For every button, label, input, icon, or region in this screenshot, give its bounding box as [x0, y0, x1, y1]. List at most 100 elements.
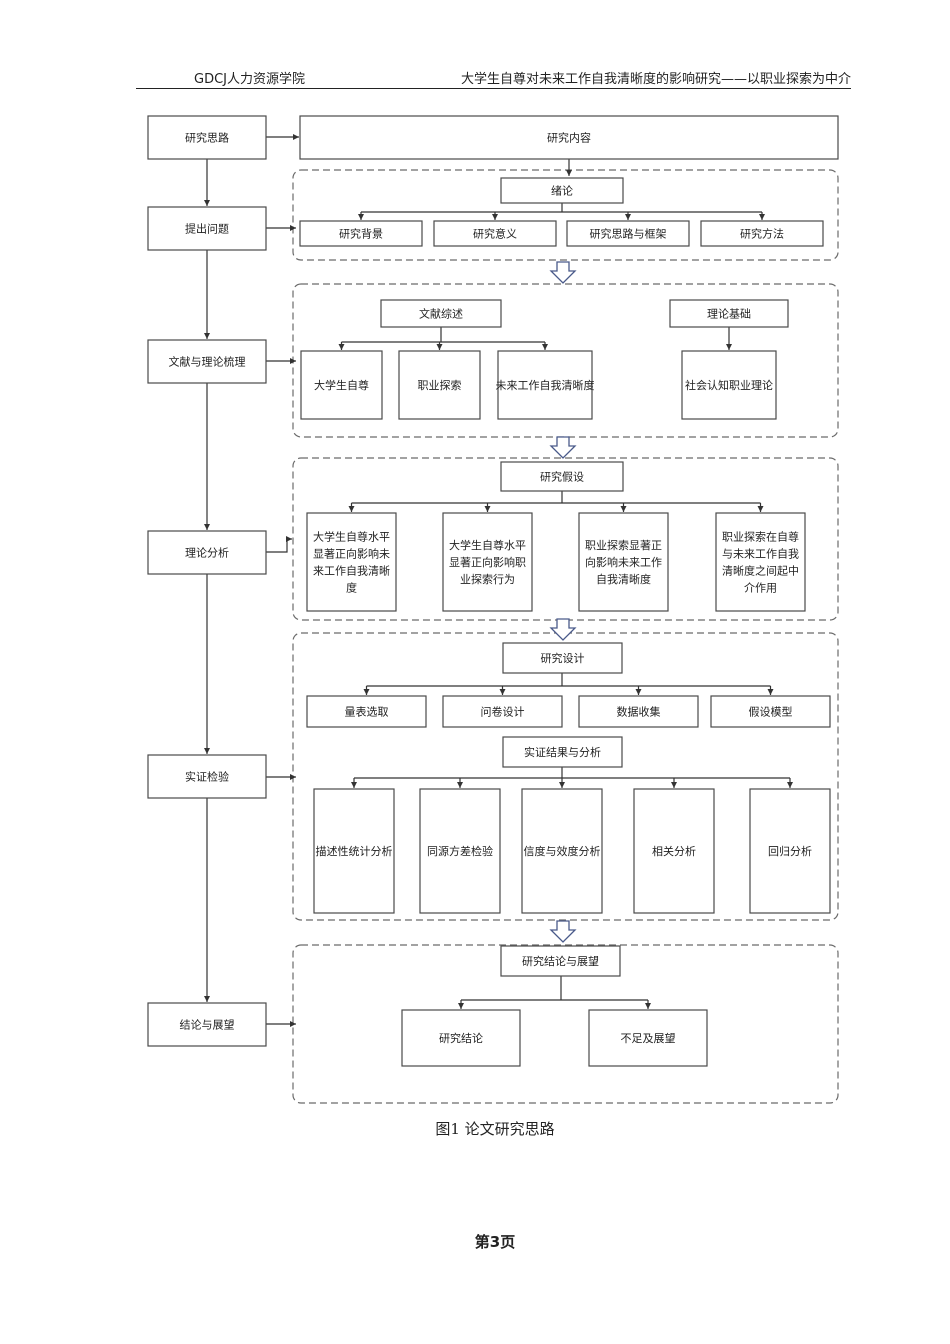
hypothesis-title-box-frame	[500, 461, 624, 492]
design-item-3-frame	[578, 695, 699, 728]
conclusion-panel	[292, 944, 839, 1104]
theory-title-box: 理论基础	[669, 299, 789, 328]
conclusion-item-2-frame	[588, 1009, 708, 1067]
hypothesis-item-2-label: 大学生自尊水平显著正向影响职业探索行为	[449, 538, 526, 586]
hypothesis-item-1: 大学生自尊水平显著正向影响未来工作自我清晰度	[306, 512, 397, 612]
theory-item-1-frame	[681, 350, 777, 420]
research-content-box-label: 研究内容	[547, 131, 591, 145]
intro-item-3: 研究思路与框架	[566, 220, 690, 247]
design-item-4-label: 假设模型	[749, 705, 793, 719]
conclusion-outlook-box-frame	[147, 1002, 267, 1047]
theory-analysis-box-frame	[147, 530, 267, 575]
theory-analysis-box-label: 理论分析	[185, 546, 229, 560]
theory-title-box-frame	[669, 299, 789, 328]
empirical-item-1-label: 描述性统计分析	[316, 844, 393, 858]
design-item-3: 数据收集	[578, 695, 699, 728]
page-number: 第3页	[474, 1233, 516, 1251]
literature-item-2-frame	[398, 350, 481, 420]
empirical-item-2-frame	[419, 788, 501, 914]
literature-theory-box-frame	[147, 339, 267, 384]
design-item-1-label: 量表选取	[345, 705, 389, 719]
empirical-test-box-frame	[147, 754, 267, 799]
intro-item-1: 研究背景	[299, 220, 423, 247]
header-right: 大学生自尊对未来工作自我清晰度的影响研究——以职业探索为中介	[460, 72, 851, 87]
intro-panel	[292, 169, 839, 261]
page-header: GDCJ人力资源学院 大学生自尊对未来工作自我清晰度的影响研究——以职业探索为中…	[136, 66, 851, 89]
conclusion-title-box-frame	[500, 945, 621, 977]
intro-item-1-label: 研究背景	[339, 227, 383, 241]
empirical-item-5-frame	[749, 788, 831, 914]
hypothesis-item-3: 职业探索显著正向影响未来工作自我清晰度	[578, 512, 669, 612]
design-item-2-frame	[442, 695, 563, 728]
empirical-item-2: 同源方差检验	[419, 788, 501, 914]
theory-item-1: 社会认知职业理论	[681, 350, 777, 420]
hypothesis-item-2-frame	[442, 512, 533, 612]
hypothesis-item-1-label: 大学生自尊水平显著正向影响未来工作自我清晰度	[313, 530, 390, 595]
hypothesis-item-4: 职业探索在自尊与未来工作自我清晰度之间起中介作用	[715, 512, 806, 612]
intro-title-box-frame	[500, 177, 624, 204]
research-content-box-frame	[299, 115, 839, 160]
header-left: GDCJ人力资源学院	[194, 72, 305, 87]
figure-caption: 图1 论文研究思路	[435, 1120, 555, 1138]
hypothesis-title-box-label: 研究假设	[540, 470, 584, 484]
design-item-4: 假设模型	[710, 695, 831, 728]
literature-item-1-label: 大学生自尊	[314, 378, 369, 392]
theory-item-1-label: 社会认知职业理论	[685, 378, 773, 392]
hypothesis-item-4-frame	[715, 512, 806, 612]
empirical-item-1: 描述性统计分析	[313, 788, 395, 914]
hypothesis-item-1-frame	[306, 512, 397, 612]
conclusion-outlook-box-label: 结论与展望	[180, 1018, 235, 1032]
analysis-to-panel-arrow	[266, 536, 292, 553]
intro-item-3-frame	[566, 220, 690, 247]
research-content-box: 研究内容	[299, 115, 839, 160]
empirical-item-1-frame	[313, 788, 395, 914]
design-item-1: 量表选取	[306, 695, 427, 728]
research-idea-box-frame	[147, 115, 267, 160]
intro-item-3-label: 研究思路与框架	[590, 227, 667, 241]
literature-item-3: 未来工作自我清晰度	[496, 350, 595, 420]
research-idea-box: 研究思路	[147, 115, 267, 160]
research-idea-box-label: 研究思路	[185, 131, 229, 145]
hypothesis-item-2: 大学生自尊水平显著正向影响职业探索行为	[442, 512, 533, 612]
empirical-item-4-label: 相关分析	[652, 844, 696, 858]
intro-title-box: 绪论	[500, 177, 624, 204]
raise-question-box-frame	[147, 206, 267, 251]
flow-arrow-4	[549, 920, 577, 943]
literature-theory-box: 文献与理论梳理	[147, 339, 267, 384]
theory-analysis-box: 理论分析	[147, 530, 267, 575]
intro-item-4: 研究方法	[700, 220, 824, 247]
intro-item-1-frame	[299, 220, 423, 247]
intro-item-4-frame	[700, 220, 824, 247]
empirical-item-2-label: 同源方差检验	[427, 844, 493, 858]
design-title-box: 研究设计	[502, 642, 623, 674]
conclusion-item-2: 不足及展望	[588, 1009, 708, 1067]
design-item-2: 问卷设计	[442, 695, 563, 728]
design-title-box-frame	[502, 642, 623, 674]
hypothesis-title-box: 研究假设	[500, 461, 624, 492]
empirical-item-4: 相关分析	[633, 788, 715, 914]
empirical-item-3-label: 信度与效度分析	[524, 844, 601, 858]
conclusion-title-box: 研究结论与展望	[500, 945, 621, 977]
empirical-item-3-frame	[521, 788, 603, 914]
empirical-test-box-label: 实证检验	[185, 770, 229, 784]
intro-item-2: 研究意义	[433, 220, 557, 247]
literature-title-box-label: 文献综述	[419, 307, 463, 321]
conclusion-title-box-label: 研究结论与展望	[522, 954, 599, 968]
design-item-3-label: 数据收集	[617, 705, 661, 719]
empirical-item-5-label: 回归分析	[768, 844, 812, 858]
empirical-item-4-frame	[633, 788, 715, 914]
literature-item-3-frame	[497, 350, 593, 420]
intro-item-4-label: 研究方法	[740, 227, 784, 241]
empirical-item-3: 信度与效度分析	[521, 788, 603, 914]
design-item-4-frame	[710, 695, 831, 728]
literature-theory-box-label: 文献与理论梳理	[169, 355, 246, 369]
empirical-title-box-label: 实证结果与分析	[524, 745, 601, 759]
empirical-title-box: 实证结果与分析	[502, 736, 623, 768]
hypothesis-item-3-label: 职业探索显著正向影响未来工作自我清晰度	[585, 538, 662, 586]
literature-item-1: 大学生自尊	[300, 350, 383, 420]
literature-title-box-frame	[380, 299, 502, 328]
raise-question-box-label: 提出问题	[185, 222, 229, 236]
conclusion-item-1: 研究结论	[401, 1009, 521, 1067]
literature-item-3-label: 未来工作自我清晰度	[496, 378, 595, 392]
hypothesis-item-4-label: 职业探索在自尊与未来工作自我清晰度之间起中介作用	[722, 530, 799, 595]
